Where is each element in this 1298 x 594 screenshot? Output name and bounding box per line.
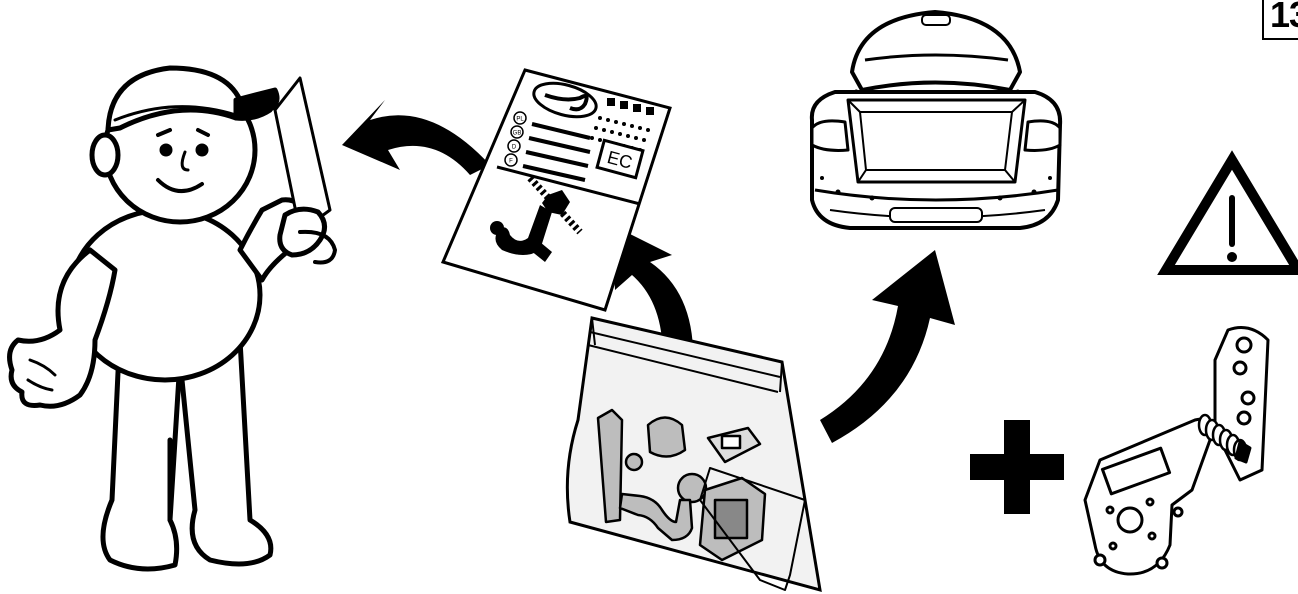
- certificate-document: PL GB D F EC: [440, 68, 672, 312]
- country-code-1: PL: [516, 117, 524, 123]
- bag-parts: [596, 408, 806, 591]
- socket-bracket-plate: [1083, 326, 1270, 576]
- country-code-3: D: [512, 145, 517, 151]
- ec-mark-box: EC: [595, 138, 645, 180]
- arrow-to-person-icon: [342, 100, 490, 175]
- page-number-box: 13: [1262, 0, 1298, 40]
- country-code-2: GB: [513, 131, 522, 137]
- parts-bag: [565, 316, 822, 593]
- page-number: 13: [1270, 0, 1298, 35]
- plus-icon: [970, 420, 1064, 514]
- towbar-drawing-icon: [490, 175, 583, 262]
- country-code-4: F: [509, 159, 513, 165]
- towbar-logo-icon: [532, 81, 598, 119]
- warning-triangle-icon: [1157, 150, 1298, 275]
- country-code-list: PL GB D F: [504, 111, 591, 182]
- car-rear-view: [809, 10, 1063, 230]
- mechanic-figure: [7, 65, 337, 572]
- arrow-to-car-icon: [820, 250, 955, 443]
